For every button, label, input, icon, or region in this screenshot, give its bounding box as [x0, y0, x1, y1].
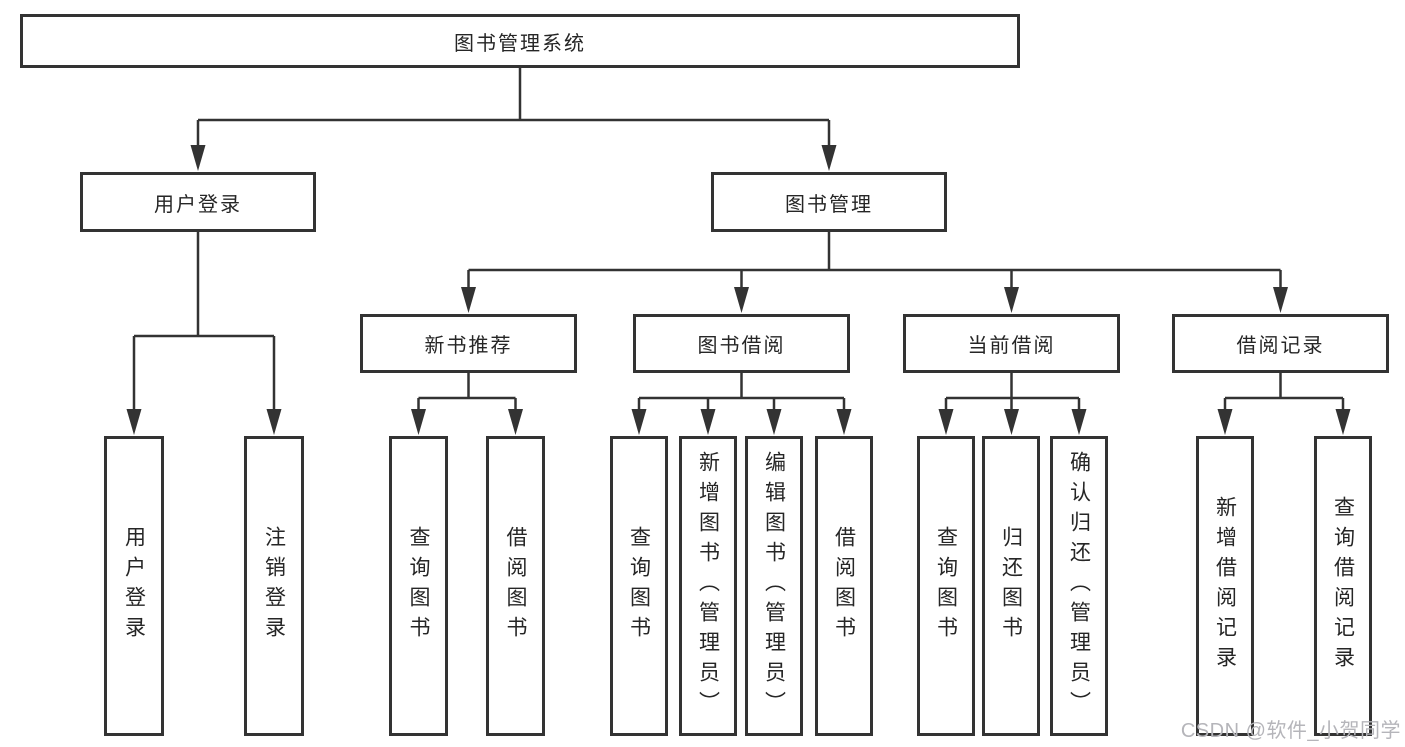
leaf-query-borrow-record: 查询借阅记录: [1314, 436, 1372, 736]
leaf-edit-book-admin: 编辑图书（管理员）: [745, 436, 803, 736]
node-book-management: 图书管理: [711, 172, 947, 232]
node-label: 查询借阅记录: [1331, 496, 1355, 676]
node-label: 用户登录: [154, 193, 242, 216]
node-label: 图书管理: [785, 193, 873, 216]
node-label: 确认归还（管理员）: [1067, 451, 1091, 721]
leaf-confirm-return-admin: 确认归还（管理员）: [1050, 436, 1108, 736]
node-label: 新书推荐: [424, 335, 513, 357]
node-current-borrow: 当前借阅: [903, 314, 1120, 373]
leaf-add-borrow-record: 新增借阅记录: [1196, 436, 1254, 736]
leaf-user-login: 用户登录: [104, 436, 164, 736]
node-label: 新增借阅记录: [1213, 496, 1237, 676]
node-label: 查询图书: [934, 526, 958, 646]
leaf-query-books-1: 查询图书: [389, 436, 448, 736]
leaf-query-books-3: 查询图书: [917, 436, 975, 736]
node-label: 借阅图书: [832, 526, 856, 646]
node-label: 注销登录: [262, 526, 286, 646]
leaf-query-books-2: 查询图书: [610, 436, 668, 736]
node-label: 借阅记录: [1236, 335, 1325, 357]
leaf-logout: 注销登录: [244, 436, 304, 736]
node-label: 借阅图书: [504, 526, 528, 646]
node-label: 查询图书: [407, 526, 431, 646]
leaf-borrow-books-1: 借阅图书: [486, 436, 545, 736]
csdn-watermark: CSDN @软件_小贺同学: [1180, 720, 1401, 742]
leaf-return-book: 归还图书: [982, 436, 1040, 736]
node-label: 用户登录: [122, 526, 146, 646]
leaf-borrow-books-2: 借阅图书: [815, 436, 873, 736]
node-user-login: 用户登录: [80, 172, 316, 232]
node-label: 图书借阅: [697, 335, 786, 357]
node-borrow-records: 借阅记录: [1172, 314, 1389, 373]
node-library-system: 图书管理系统: [20, 14, 1020, 68]
node-book-borrow: 图书借阅: [633, 314, 850, 373]
node-label: 查询图书: [627, 526, 651, 646]
node-label: 当前借阅: [967, 335, 1056, 357]
node-label: 新增图书（管理员）: [696, 451, 720, 721]
node-new-book-recommend: 新书推荐: [360, 314, 577, 373]
node-label: 归还图书: [999, 526, 1023, 646]
leaf-add-book-admin: 新增图书（管理员）: [679, 436, 737, 736]
node-label: 编辑图书（管理员）: [762, 451, 786, 721]
node-label: 图书管理系统: [454, 32, 586, 55]
